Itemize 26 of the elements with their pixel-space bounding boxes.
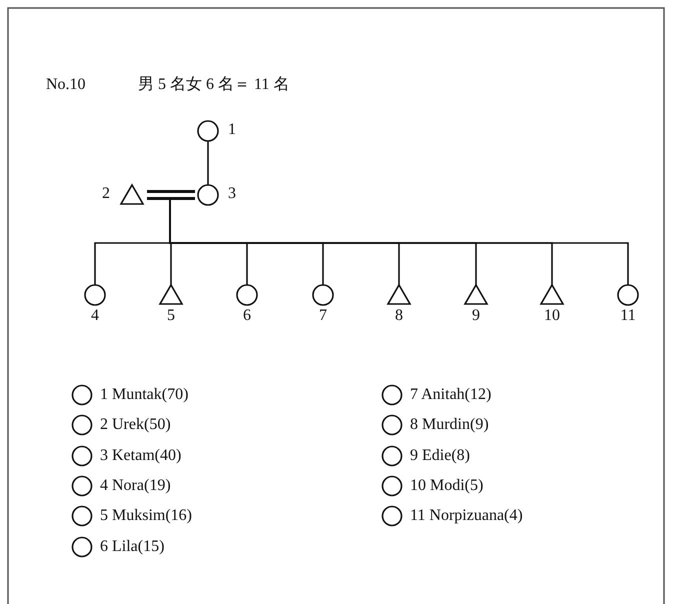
person-name: 8 Murdin(9) <box>410 416 489 434</box>
person-name: 7 Anitah(12) <box>410 386 492 404</box>
number-label: 9 <box>472 307 480 325</box>
person-name: 9 Edie(8) <box>410 446 470 465</box>
number-label: 2 <box>102 185 110 203</box>
number-label: 4 <box>91 307 99 325</box>
count-text: 男 5 名女 6 名＝ 11 名 <box>138 76 290 94</box>
number-label: 10 <box>544 307 560 325</box>
person-name: 3 Ketam(40) <box>100 446 182 465</box>
number-label: 6 <box>243 307 251 325</box>
number-label: 11 <box>620 307 636 325</box>
number-label: 1 <box>228 121 236 139</box>
person-name: 5 Muksim(16) <box>100 507 192 526</box>
number-label: 8 <box>395 307 403 325</box>
person-name: 11 Norpizuana(4) <box>410 507 523 526</box>
kinship-line <box>207 141 209 185</box>
person-name: 6 Lila(15) <box>100 538 164 556</box>
person-name: 10 Modi(5) <box>410 476 484 495</box>
number-label: 5 <box>167 307 175 325</box>
number-label: 7 <box>319 307 327 325</box>
person-name: 1 Muntak(70) <box>100 386 188 404</box>
person-name: 2 Urek(50) <box>100 416 171 434</box>
person-name: 4 Nora(19) <box>100 476 171 495</box>
kinship-line <box>147 190 195 200</box>
number-label: 3 <box>228 185 236 203</box>
chart-number: No.10 <box>46 76 86 94</box>
